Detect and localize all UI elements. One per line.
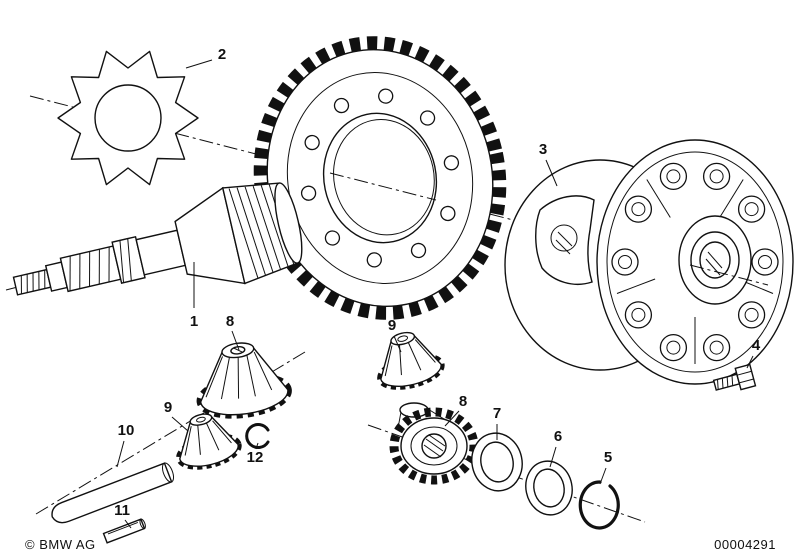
drawing-number: 00004291 xyxy=(714,537,776,552)
thrust-washer xyxy=(471,432,523,492)
callout-9-top: 9 xyxy=(388,317,402,353)
callout-11: 11 xyxy=(114,502,132,529)
side-gear-right xyxy=(389,402,479,485)
callout-3-label: 3 xyxy=(539,141,547,158)
callouts: 1 2 3 4 5 6 7 8 xyxy=(114,46,761,529)
callout-9-top-label: 9 xyxy=(388,317,396,334)
planet-gear-top xyxy=(377,331,445,390)
callout-5-label: 5 xyxy=(604,449,612,466)
side-gear-left xyxy=(196,342,292,419)
circlip xyxy=(245,423,270,449)
drive-pinion xyxy=(12,182,303,296)
planet-gear-bottom xyxy=(176,413,242,470)
callout-4: 4 xyxy=(746,337,761,369)
callout-7-label: 7 xyxy=(493,405,501,422)
callout-10: 10 xyxy=(116,422,135,468)
callout-8-right-label: 8 xyxy=(459,393,467,410)
callout-12-label: 12 xyxy=(247,449,264,466)
snap-ring xyxy=(578,480,620,530)
axis-overlay-hub xyxy=(689,264,769,286)
shim xyxy=(525,460,573,516)
callout-9-bottom-label: 9 xyxy=(164,399,172,416)
pinion-shaft-pin xyxy=(51,462,175,524)
lower-right-axis-line xyxy=(367,424,646,523)
callout-6-label: 6 xyxy=(554,428,562,445)
callout-6: 6 xyxy=(549,428,562,468)
callout-4-label: 4 xyxy=(752,337,761,354)
axis-overlay-crown xyxy=(329,172,437,201)
callout-2-label: 2 xyxy=(218,46,226,63)
lock-plate xyxy=(57,50,199,186)
callout-8-left-label: 8 xyxy=(226,313,234,330)
callout-11-label: 11 xyxy=(114,502,130,519)
callout-10-label: 10 xyxy=(118,422,135,439)
callout-1: 1 xyxy=(190,262,198,330)
callout-1-label: 1 xyxy=(190,313,198,330)
callout-8-right: 8 xyxy=(444,393,467,427)
callout-2: 2 xyxy=(185,46,226,69)
callout-7: 7 xyxy=(493,405,501,440)
differential-housing xyxy=(504,139,794,385)
callout-3: 3 xyxy=(539,141,558,187)
crown-wheel xyxy=(253,36,507,320)
roll-pin xyxy=(102,518,146,544)
callout-8-left: 8 xyxy=(226,313,240,351)
flange-bolt xyxy=(712,363,757,391)
callout-12: 12 xyxy=(247,442,264,466)
copyright-text: © BMW AG xyxy=(25,537,96,552)
callout-5: 5 xyxy=(599,449,612,485)
callout-9-bottom: 9 xyxy=(164,399,189,432)
